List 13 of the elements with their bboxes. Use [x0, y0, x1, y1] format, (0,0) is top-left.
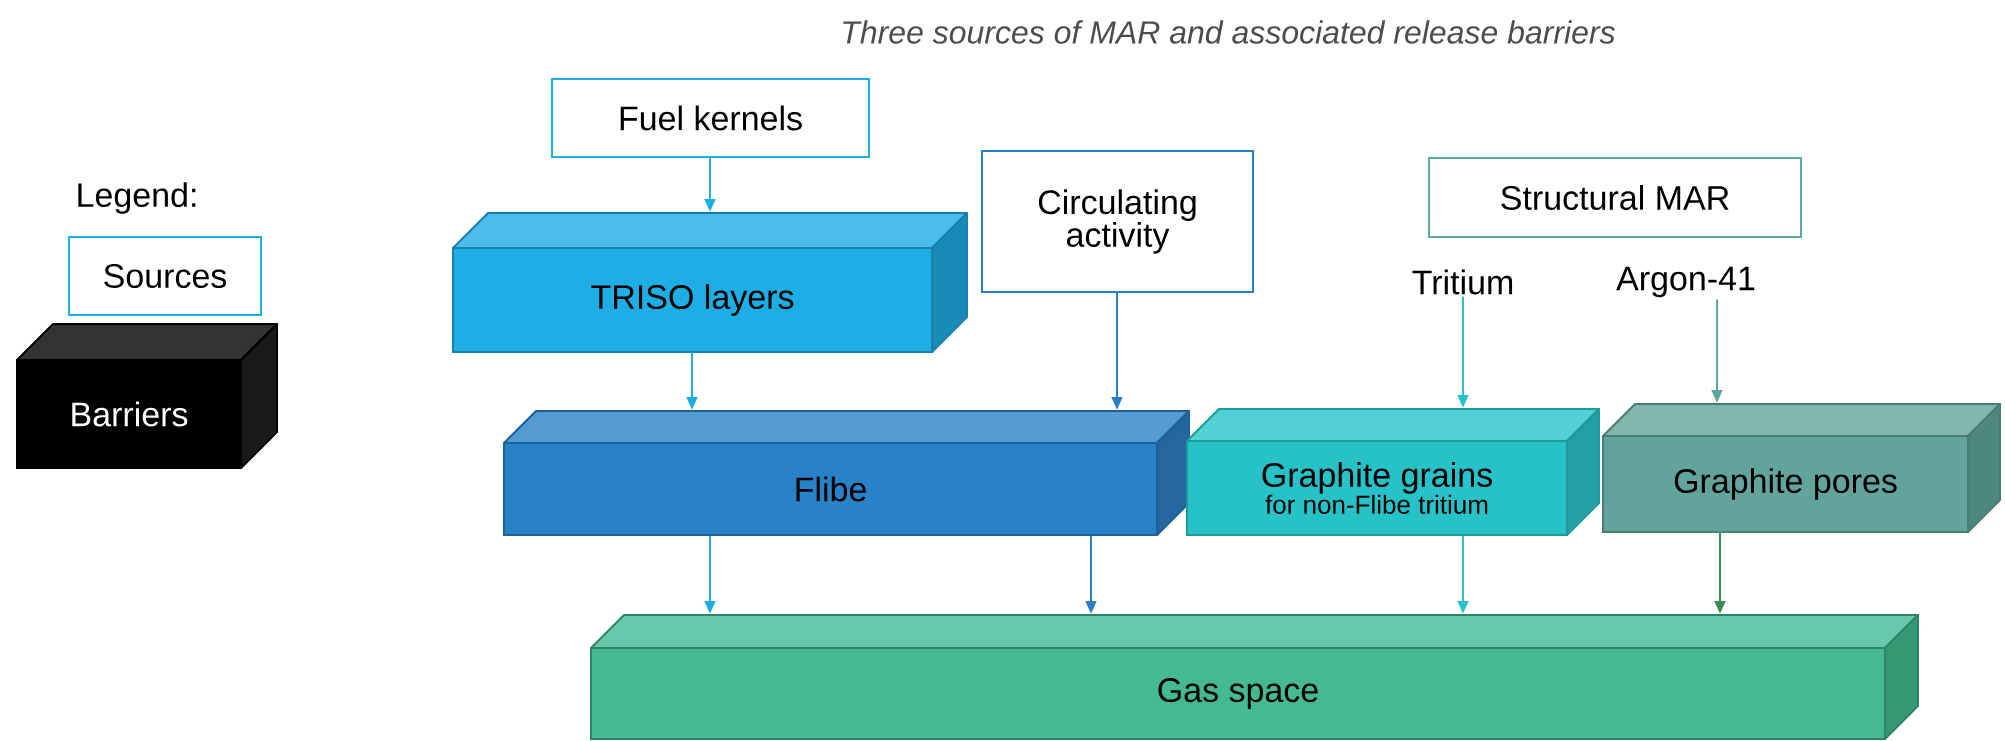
source-box: Fuel kernels	[551, 78, 870, 158]
source-box: Sources	[68, 236, 262, 316]
barrier-block: Graphite pores	[1602, 403, 2001, 533]
barrier-block: Graphite grains for non-Flibe tritium	[1186, 408, 1600, 536]
source-box: Structural MAR	[1428, 157, 1802, 238]
isotope-label: Tritium	[1412, 269, 1513, 295]
title: Three sources of MAR and associated release barriers	[843, 20, 1615, 44]
barrier-block: Flibe	[503, 410, 1190, 536]
barrier-block: Barriers	[16, 323, 278, 469]
source-box: Circulating activity	[981, 150, 1254, 293]
isotope-label: Argon-41	[1616, 266, 1755, 298]
barrier-block: Gas space	[590, 614, 1919, 740]
barrier-block: TRISO layers	[452, 212, 968, 353]
